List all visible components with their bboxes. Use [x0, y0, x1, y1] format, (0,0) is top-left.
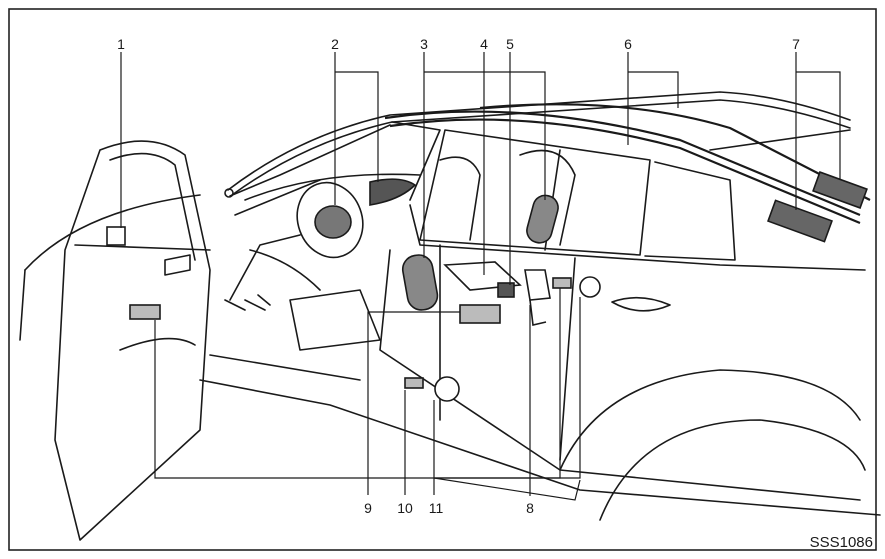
callout-1: 1	[117, 36, 125, 52]
component-7-front	[767, 199, 833, 243]
callout-9: 9	[364, 500, 372, 516]
callout-7: 7	[792, 36, 800, 52]
leader-7	[795, 52, 841, 210]
leader-11-b	[433, 477, 581, 501]
callout-3: 3	[420, 36, 428, 52]
component-10-top	[552, 277, 572, 289]
component-door-sensor	[129, 304, 161, 320]
leader-lines	[120, 52, 841, 501]
component-3-right	[526, 194, 559, 244]
callout-8: 8	[526, 500, 534, 516]
callout-10: 10	[397, 500, 413, 516]
curtain-rails	[384, 103, 871, 225]
callout-6: 6	[624, 36, 632, 52]
component-9	[459, 304, 501, 324]
component-8-bracket	[524, 269, 551, 301]
callout-5: 5	[506, 36, 514, 52]
component-11	[434, 376, 460, 402]
figure-code: SSS1086	[809, 534, 873, 551]
roof-line	[227, 91, 851, 191]
leader-6	[627, 52, 679, 145]
component-8-stem	[529, 299, 547, 326]
component-5	[497, 282, 515, 298]
figure-frame	[8, 8, 877, 551]
leader-door	[154, 288, 561, 479]
component-2-driver	[314, 205, 352, 239]
component-7-rear	[812, 171, 868, 209]
callout-11: 11	[428, 500, 444, 516]
component-10	[404, 377, 424, 389]
component-3-left	[401, 254, 439, 311]
callout-4: 4	[480, 36, 488, 52]
rail-end-bolt	[224, 188, 234, 198]
component-1	[106, 226, 126, 246]
leader-2	[334, 52, 379, 205]
car-outline	[19, 91, 881, 541]
open-door	[54, 140, 211, 541]
component-11-top	[579, 276, 601, 298]
component-2-passenger	[369, 178, 417, 206]
callout-2: 2	[331, 36, 339, 52]
components	[106, 171, 868, 402]
leader-9	[367, 311, 460, 495]
